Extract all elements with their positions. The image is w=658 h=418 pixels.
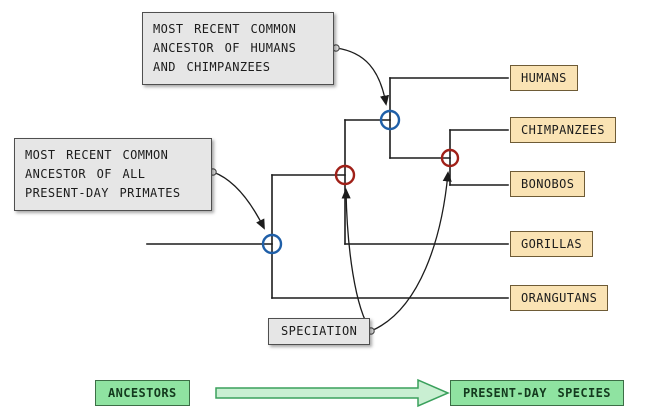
species-label-bonobos: BONOBOS: [510, 171, 586, 197]
speciation-node-chimp-bonobo-split: [440, 148, 460, 168]
arrow-speciation-right: [370, 171, 452, 332]
ancestor-node-humans-chimps: [379, 109, 401, 131]
legend-ancestors: ANCESTORS: [95, 380, 190, 406]
arrow-mrca-all-primates: [212, 171, 265, 230]
callout-line: AND CHIMPANZEES: [153, 60, 271, 74]
ancestor-node-all-primates: [261, 233, 283, 255]
speciation-node-gorilla-split: [334, 164, 356, 186]
tree-branches: [146, 77, 509, 299]
species-label-orangutans: ORANGUTANS: [510, 285, 609, 311]
callout-arrows: [209, 44, 452, 335]
tree-nodes: [261, 109, 460, 255]
species-label-chimpanzees: CHIMPANZEES: [510, 117, 616, 143]
arrow-mrca-humans-chimps: [335, 47, 390, 106]
species-label-gorillas: GORILLAS: [510, 231, 593, 257]
species-label-humans: HUMANS: [510, 65, 578, 91]
ancestors-to-present-arrow: [215, 378, 450, 408]
callout-line: MOST RECENT COMMON: [25, 148, 169, 162]
callout-line: ANCESTOR OF HUMANS: [153, 41, 297, 55]
speciation-label: SPECIATION: [268, 318, 371, 345]
legend-present-day-species: PRESENT-DAY SPECIES: [450, 380, 624, 406]
callout-line: MOST RECENT COMMON: [153, 22, 297, 36]
callout-mrca-humans-chimps: MOST RECENT COMMON ANCESTOR OF HUMANS AN…: [142, 12, 334, 85]
callout-mrca-all-primates: MOST RECENT COMMON ANCESTOR OF ALL PRESE…: [14, 138, 212, 211]
callout-line: PRESENT-DAY PRIMATES: [25, 186, 181, 200]
callout-line: ANCESTOR OF ALL: [25, 167, 146, 181]
arrow-speciation-left: [341, 188, 372, 332]
